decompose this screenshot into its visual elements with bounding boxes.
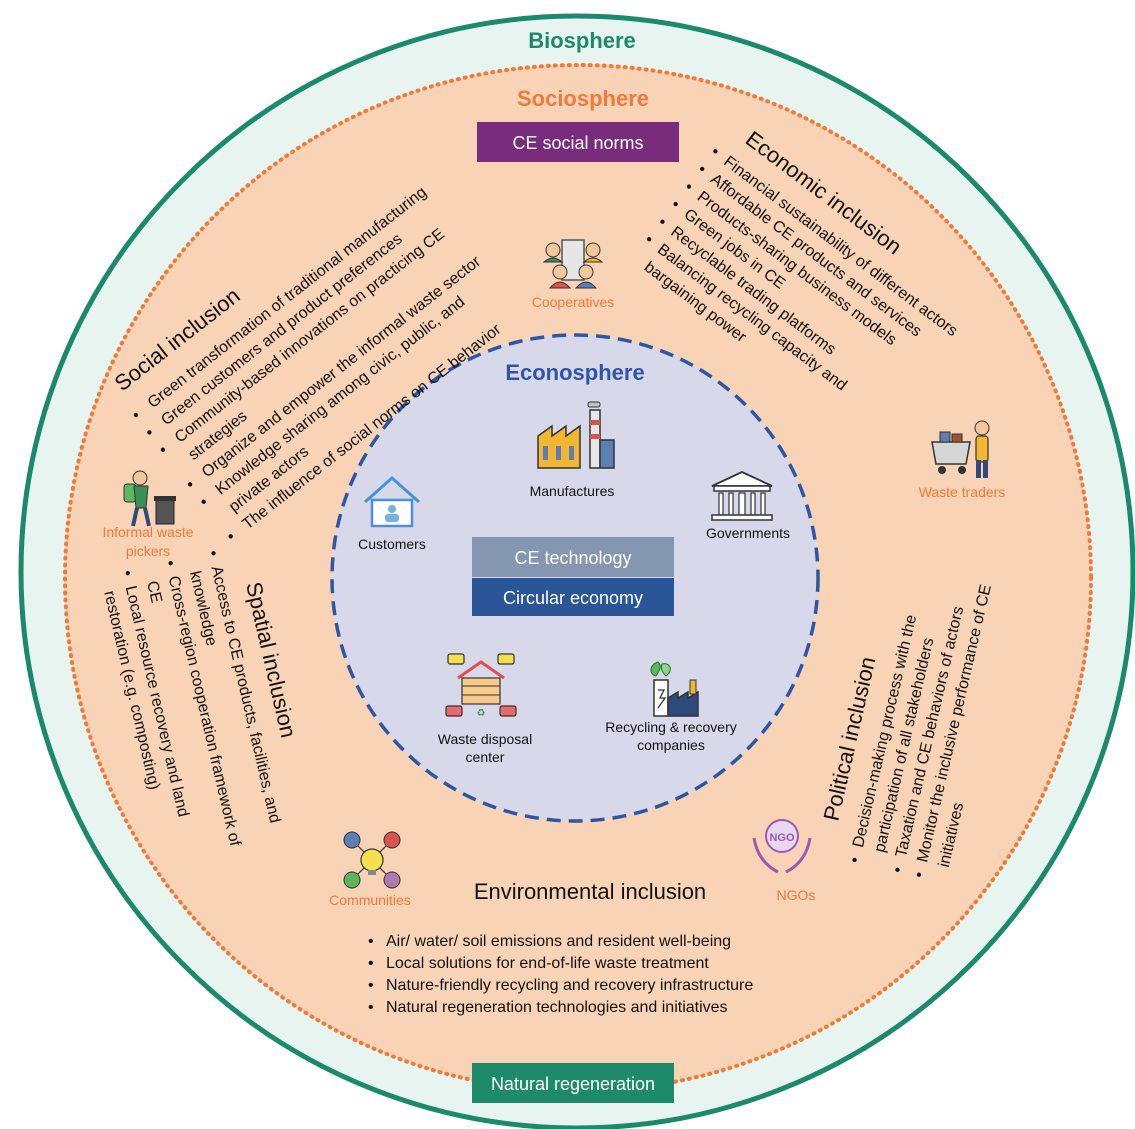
recycling-label-line2: companies [637,737,705,753]
econosphere-label: Econosphere [505,360,644,385]
environmental-item-3: Nature-friendly recycling and recovery i… [386,977,753,994]
green-factory-icon [650,661,699,717]
recycling-label-line1: Recycling & recovery [605,719,737,735]
bullet: • [368,955,374,972]
customers-label: Customers [358,536,426,552]
ce-technology-label: CE technology [514,548,631,568]
waste-picker-icon [123,470,176,527]
trader-cart-icon [931,420,990,478]
biosphere-label: Biosphere [528,28,636,53]
informal-pickers-label-line2: pickers [126,543,170,559]
bullet: • [846,855,864,864]
environmental-item-2: Local solutions for end-of-life waste tr… [386,955,709,972]
bullet: • [368,933,374,950]
communities-label: Communities [329,892,411,908]
environmental-item-1: Air/ water/ soil emissions and resident … [386,933,731,950]
natural-regeneration-label: Natural regeneration [491,1074,655,1094]
waste-traders-label: Waste traders [919,484,1006,500]
bullet: • [911,870,929,879]
bullet: • [161,559,179,568]
government-building-icon [711,471,773,521]
bullet: • [118,569,136,578]
environmental-item-4: Natural regeneration technologies and in… [386,999,728,1016]
bullet: • [368,977,374,994]
waste-disposal-label-line2: center [466,749,505,765]
social-norms-label: CE social norms [512,133,643,153]
spatial-item-2-line2: CE [143,579,165,604]
factory-icon [537,401,615,469]
cooperatives-label: Cooperatives [532,294,615,310]
social-norms-box [477,122,679,162]
manufactures-label: Manufactures [530,483,615,499]
server-network-icon: ♻ [445,653,517,719]
informal-pickers-label-line1: Informal waste [102,524,193,540]
bullet: • [368,999,374,1016]
circular-economy-label: Circular economy [503,588,643,608]
ce-technology-box [472,537,674,577]
people-group-icon [542,239,604,289]
waste-disposal-label-line1: Waste disposal [438,731,532,747]
natural-regeneration-box [472,1063,674,1103]
governments-label: Governments [706,525,790,541]
house-icon [364,475,420,528]
bullet: • [889,865,907,874]
bullet: • [204,549,222,558]
svg-text:NGO: NGO [769,832,795,844]
environmental-inclusion-group: Environmental inclusion • Air/ water/ so… [368,879,753,1016]
ngo-hands-icon: NGO [752,819,812,874]
circular-economy-box [472,578,674,616]
svg-text:♻: ♻ [477,708,486,719]
ngos-label: NGOs [777,887,816,903]
environmental-inclusion-title: Environmental inclusion [474,879,706,904]
community-network-icon [343,831,401,889]
sociosphere-label: Sociosphere [517,86,649,111]
